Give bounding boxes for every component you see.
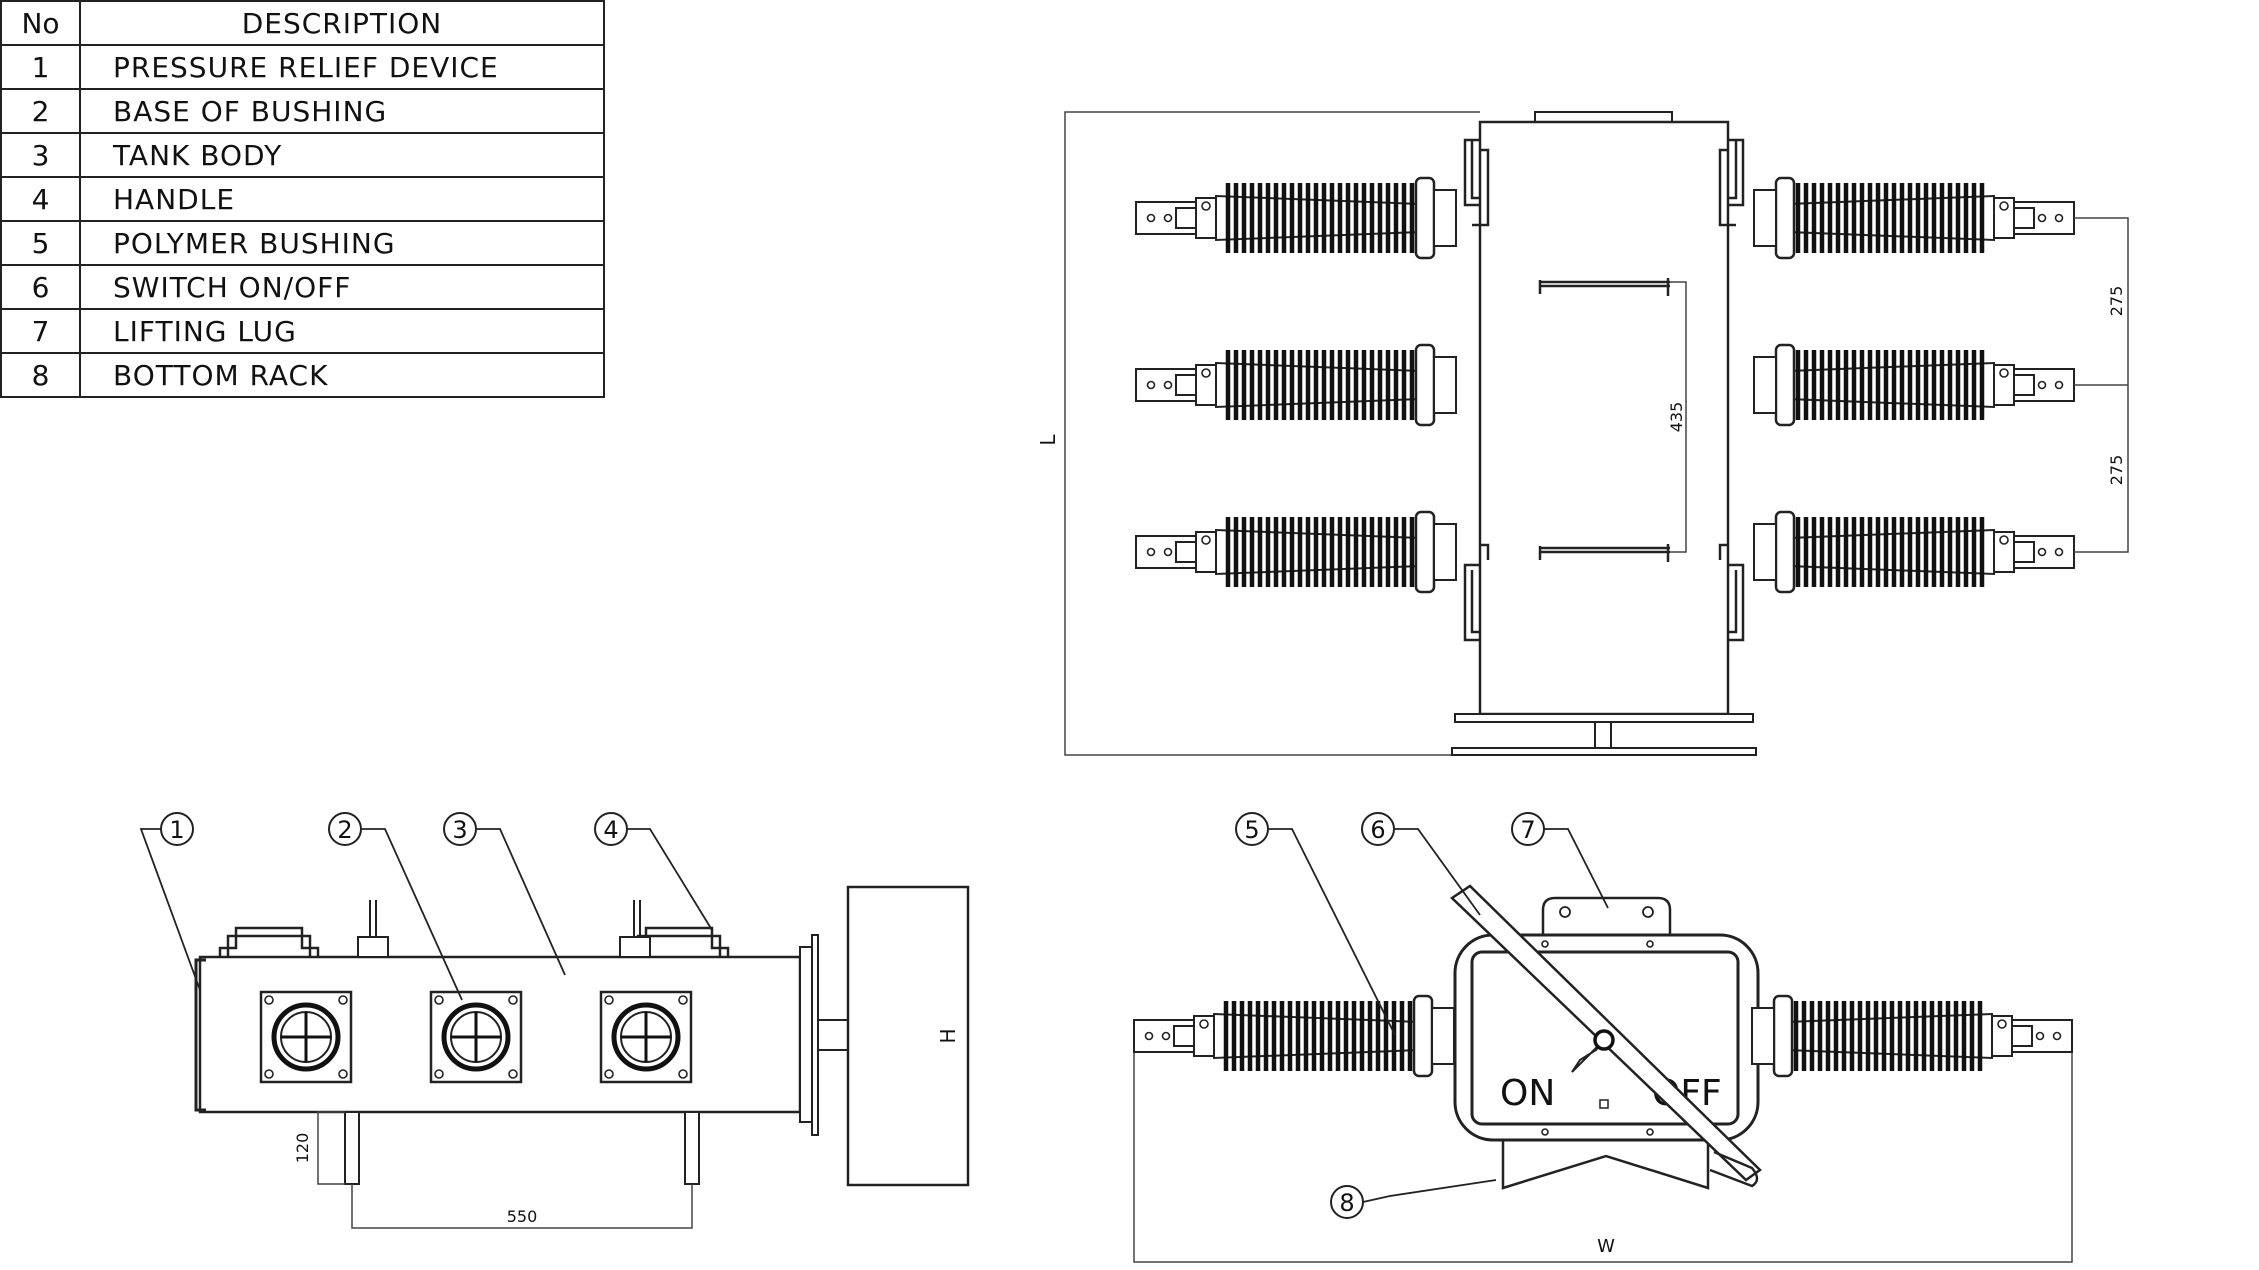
polymer-bushing-right-2 xyxy=(1754,345,2074,425)
side-handle-left xyxy=(218,926,320,957)
tank-body-top xyxy=(1478,120,1730,716)
top-view: L 435 275 xyxy=(1036,111,2129,756)
front-view: W ON OFF 5 6 7 xyxy=(1133,812,2073,1263)
leg-dimension-line xyxy=(317,1111,345,1185)
lifting-lug-top-left xyxy=(1463,138,1490,227)
support-leg-left xyxy=(344,1111,360,1185)
legend-header-row: No DESCRIPTION xyxy=(0,0,605,46)
svg-text:2: 2 xyxy=(337,816,352,844)
legend-header-description: DESCRIPTION xyxy=(79,0,605,46)
legend-row-no: 4 xyxy=(0,176,81,222)
operating-rod-lower xyxy=(1538,544,1670,562)
side-view: H 120 550 1 2 xyxy=(139,812,970,1229)
svg-text:4: 4 xyxy=(603,816,618,844)
side-vent-left xyxy=(357,900,389,958)
callout-1: 1 xyxy=(139,812,201,991)
legend-row-no: 3 xyxy=(0,132,81,178)
callout-2: 2 xyxy=(328,812,463,1001)
lifting-lug-top-right xyxy=(1718,138,1745,227)
svg-text:1: 1 xyxy=(169,816,184,844)
pitch-dimension-label-lower: 275 xyxy=(2107,455,2126,486)
front-bolts xyxy=(1541,940,1654,1136)
lifting-lug-bottom-left xyxy=(1463,543,1490,642)
pressure-relief-device xyxy=(194,958,206,1112)
lifting-lug-front xyxy=(1541,896,1672,935)
callout-3: 3 xyxy=(443,812,566,976)
legend-row-desc: POLYMER BUSHING xyxy=(79,220,605,266)
legend-row-desc: LIFTING LUG xyxy=(79,308,605,354)
bushing-base-window-3 xyxy=(601,992,691,1082)
end-cover xyxy=(846,885,970,1187)
switch-pivot xyxy=(1593,1029,1615,1051)
callout-7: 7 xyxy=(1511,812,1609,909)
legend-row-no: 5 xyxy=(0,220,81,266)
indicator-window xyxy=(1599,1099,1609,1109)
rod-dimension-label: 435 xyxy=(1667,402,1686,433)
leg-dimension-label: 120 xyxy=(293,1133,312,1164)
l-dimension-label: L xyxy=(1036,434,1060,446)
l-dimension-frame xyxy=(1064,111,1480,756)
h-dimension-label: H xyxy=(936,1028,960,1043)
polymer-bushing-left-1 xyxy=(1136,178,1456,258)
svg-text:8: 8 xyxy=(1339,1189,1354,1217)
polymer-bushing-front-right xyxy=(1752,996,2072,1076)
w-dimension-label: W xyxy=(1597,1236,1615,1257)
legend-row-desc: HANDLE xyxy=(79,176,605,222)
polymer-bushing-right-1 xyxy=(1754,178,2074,258)
bottom-rack-front xyxy=(1501,1140,1710,1190)
svg-text:7: 7 xyxy=(1520,816,1535,844)
legend-row-desc: BASE OF BUSHING xyxy=(79,88,605,134)
legend-row-desc: SWITCH ON/OFF xyxy=(79,264,605,310)
callout-5: 5 xyxy=(1235,812,1396,1036)
legend-row-desc: BOTTOM RACK xyxy=(79,352,605,398)
legend-row-no: 7 xyxy=(0,308,81,354)
legend-row-desc: TANK BODY xyxy=(79,132,605,178)
connection-shaft xyxy=(817,1019,849,1051)
svg-text:6: 6 xyxy=(1370,816,1385,844)
polymer-bushing-left-3 xyxy=(1136,512,1456,592)
end-flange xyxy=(799,934,819,1136)
polymer-bushing-left-2 xyxy=(1136,345,1456,425)
operating-rod-upper xyxy=(1538,278,1670,296)
rod-dimension-line xyxy=(1670,281,1687,553)
switch-on-label: ON xyxy=(1500,1073,1555,1114)
legend-row-no: 6 xyxy=(0,264,81,310)
svg-text:5: 5 xyxy=(1244,816,1259,844)
switch-handle-tip xyxy=(1709,1150,1759,1188)
pitch-dimension-label-upper: 275 xyxy=(2107,286,2126,317)
callout-4: 4 xyxy=(594,812,713,931)
polymer-bushing-right-3 xyxy=(1754,512,2074,592)
legend-row-no: 8 xyxy=(0,352,81,398)
span-dimension-line xyxy=(351,1184,693,1229)
callout-6: 6 xyxy=(1361,812,1481,916)
legend-row-no: 2 xyxy=(0,88,81,134)
bushing-base-window-2 xyxy=(431,992,521,1082)
bottom-rack-top xyxy=(1451,713,1757,756)
bushing-base-window-1 xyxy=(261,992,351,1082)
side-vent-right xyxy=(619,900,651,958)
callout-8: 8 xyxy=(1330,1179,1497,1219)
svg-text:3: 3 xyxy=(452,816,467,844)
polymer-bushing-front-left xyxy=(1134,996,1454,1076)
pitch-dimension-line xyxy=(2074,217,2129,553)
legend-row-no: 1 xyxy=(0,44,81,90)
support-leg-right xyxy=(684,1111,700,1185)
span-dimension-label: 550 xyxy=(507,1207,538,1226)
legend-row-desc: PRESSURE RELIEF DEVICE xyxy=(79,44,605,90)
w-dimension-frame xyxy=(1133,1036,2073,1263)
legend-header-no: No xyxy=(0,0,81,46)
lifting-lug-bottom-right xyxy=(1718,543,1745,642)
